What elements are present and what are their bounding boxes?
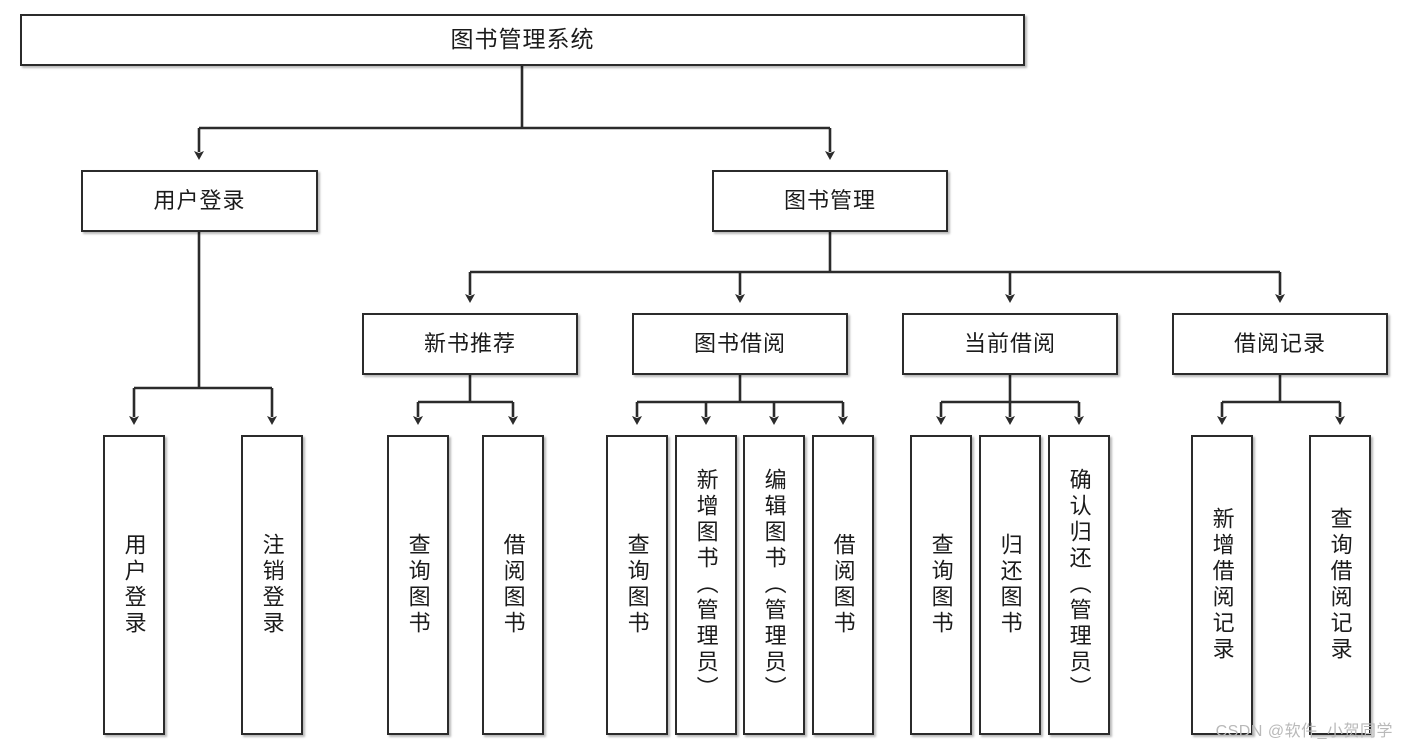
node-leaf-query-book-2[interactable]: 查询图书 [606, 435, 668, 735]
node-leaf-query-book-1[interactable]: 查询图书 [387, 435, 449, 735]
watermark-text: CSDN @软件_小贺同学 [1215, 723, 1393, 740]
node-leaf-add-book[interactable]: 新增图书（管理员） [675, 435, 737, 735]
node-user-login[interactable]: 用户登录 [81, 170, 318, 232]
node-borrow-record[interactable]: 借阅记录 [1172, 313, 1388, 375]
node-leaf-borrow-book-1[interactable]: 借阅图书 [482, 435, 544, 735]
node-root-system[interactable]: 图书管理系统 [20, 14, 1025, 66]
node-new-book-recommend[interactable]: 新书推荐 [362, 313, 578, 375]
node-current-borrow[interactable]: 当前借阅 [902, 313, 1118, 375]
node-leaf-edit-book[interactable]: 编辑图书（管理员） [743, 435, 805, 735]
node-leaf-confirm-return[interactable]: 确认归还（管理员） [1048, 435, 1110, 735]
node-leaf-add-record[interactable]: 新增借阅记录 [1191, 435, 1253, 735]
node-leaf-return-book[interactable]: 归还图书 [979, 435, 1041, 735]
node-book-management[interactable]: 图书管理 [712, 170, 948, 232]
node-leaf-query-book-3[interactable]: 查询图书 [910, 435, 972, 735]
node-leaf-borrow-book-2[interactable]: 借阅图书 [812, 435, 874, 735]
node-book-borrow[interactable]: 图书借阅 [632, 313, 848, 375]
node-leaf-query-record[interactable]: 查询借阅记录 [1309, 435, 1371, 735]
node-leaf-user-logout[interactable]: 注销登录 [241, 435, 303, 735]
node-leaf-user-login[interactable]: 用户登录 [103, 435, 165, 735]
